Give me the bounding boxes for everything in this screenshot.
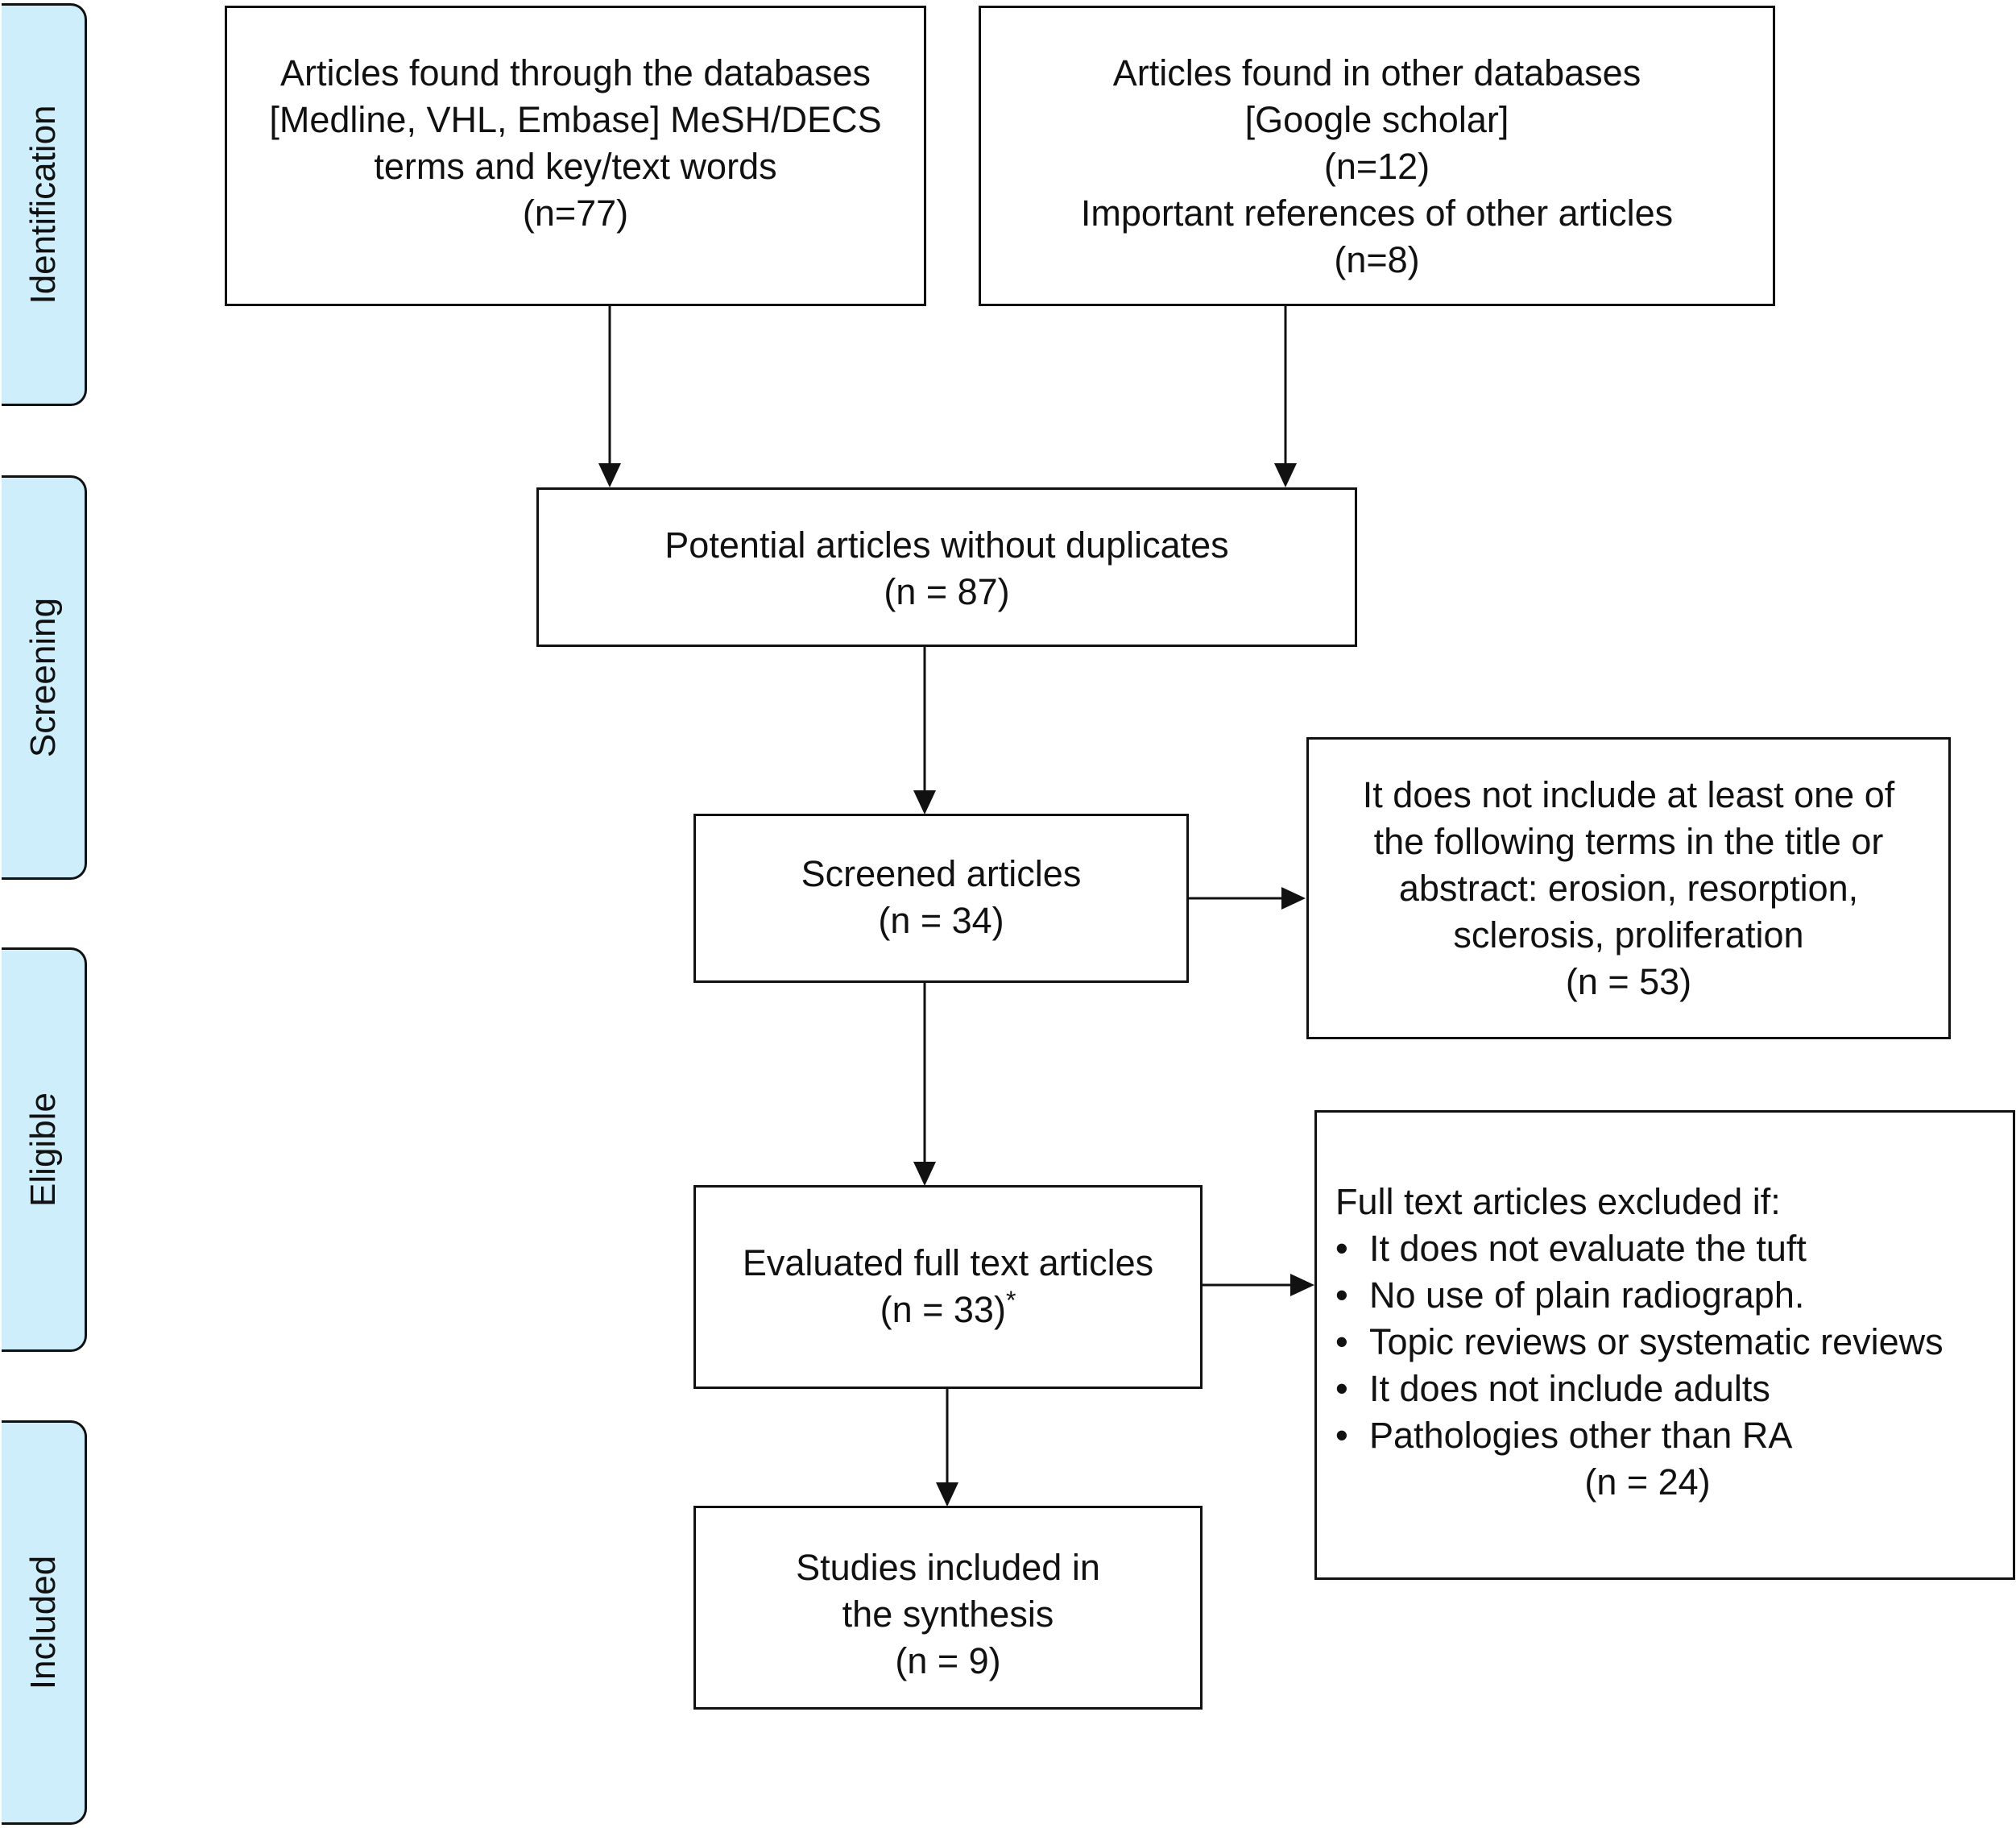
exclusion-item-text: It does not evaluate the tuft (1369, 1228, 1807, 1269)
asterisk-marker: * (1005, 1286, 1016, 1315)
screening-exclusion-line-3: abstract: erosion, resorption, (1398, 868, 1859, 909)
exclusion-item: • Pathologies other than RA (1335, 1412, 2013, 1459)
screening-exclusion-line-4: sclerosis, proliferation (1453, 914, 1804, 955)
full-text-line-1: Evaluated full text articles (742, 1242, 1154, 1283)
bullet-marker: • (1335, 1368, 1348, 1409)
other-databases-line-4: Important references of other articles (1080, 193, 1674, 234)
exclusion-item-text: Pathologies other than RA (1369, 1415, 1793, 1456)
other-databases-line-1: Articles found in other databases (1112, 52, 1641, 93)
included-line-2: the synthesis (842, 1594, 1054, 1635)
included-line-3: (n = 9) (895, 1640, 1001, 1681)
exclusion-item-text: No use of plain radiograph. (1369, 1275, 1805, 1316)
box-other-databases: Articles found in other databases [Googl… (979, 6, 1775, 306)
screening-exclusion-line-2: the following terms in the title or (1373, 821, 1884, 862)
included-line-1: Studies included in (796, 1547, 1100, 1588)
full-text-line-2: (n = 33)* (880, 1287, 1016, 1333)
databases-line-3: terms and key/text words (374, 146, 777, 187)
box-full-text-exclusion: Full text articles excluded if: • It does… (1314, 1110, 2015, 1580)
box-screening-exclusion: It does not include at least one of the … (1306, 737, 1951, 1039)
exclusion-item: • No use of plain radiograph. (1335, 1272, 2013, 1319)
other-databases-line-2: [Google scholar] (1244, 99, 1509, 140)
box-without-duplicates: Potential articles without duplicates (n… (536, 487, 1357, 647)
arrowhead-dedup-to-screened (913, 790, 936, 815)
arrowhead-screened-to-exclusion (1281, 887, 1306, 910)
full-text-count: (n = 33) (880, 1289, 1006, 1330)
box-full-text: Evaluated full text articles (n = 33)* (693, 1185, 1203, 1389)
bullet-marker: • (1335, 1415, 1348, 1456)
box-screened: Screened articles (n = 34) (693, 814, 1189, 983)
without-duplicates-line-2: (n = 87) (884, 571, 1010, 612)
other-databases-line-5: (n=8) (1334, 239, 1420, 280)
box-databases: Articles found through the databases [Me… (225, 6, 926, 306)
exclusion-item-text: It does not include adults (1369, 1368, 1770, 1409)
other-databases-line-3: (n=12) (1323, 146, 1430, 187)
arrowhead-fulltext-to-included (936, 1482, 958, 1507)
databases-line-1: Articles found through the databases (280, 52, 871, 93)
stage-tab-eligible: Eligible (2, 947, 87, 1352)
screened-line-1: Screened articles (801, 853, 1082, 894)
screened-line-2: (n = 34) (878, 900, 1004, 941)
box-included: Studies included in the synthesis (n = 9… (693, 1506, 1203, 1710)
arrowhead-databases-to-dedup (598, 463, 621, 487)
arrowhead-fulltext-to-exclusion (1290, 1274, 1314, 1296)
stage-tab-screening: Screening (2, 475, 87, 880)
bullet-marker: • (1335, 1228, 1348, 1269)
bullet-marker: • (1335, 1275, 1348, 1316)
arrowhead-other-to-dedup (1274, 463, 1297, 487)
full-text-exclusion-heading: Full text articles excluded if: (1335, 1181, 1781, 1222)
exclusion-item: • Topic reviews or systematic reviews (1335, 1319, 2013, 1366)
screening-exclusion-line-1: It does not include at least one of (1362, 774, 1895, 815)
stage-tab-included: Included (2, 1420, 87, 1825)
stage-tab-identification: Identification (2, 3, 87, 406)
without-duplicates-line-1: Potential articles without duplicates (664, 524, 1229, 566)
databases-line-4: (n=77) (522, 193, 629, 234)
exclusion-item: • It does not evaluate the tuft (1335, 1225, 2013, 1272)
databases-line-2: [Medline, VHL, Embase] MeSH/DECS (269, 99, 882, 140)
exclusion-item: • It does not include adults (1335, 1366, 2013, 1412)
exclusion-item-text: Topic reviews or systematic reviews (1369, 1321, 1944, 1362)
bullet-marker: • (1335, 1321, 1348, 1362)
screening-exclusion-line-5: (n = 53) (1565, 961, 1692, 1002)
arrowhead-screened-to-fulltext (913, 1162, 936, 1186)
full-text-exclusion-count: (n = 24) (1584, 1461, 1711, 1503)
